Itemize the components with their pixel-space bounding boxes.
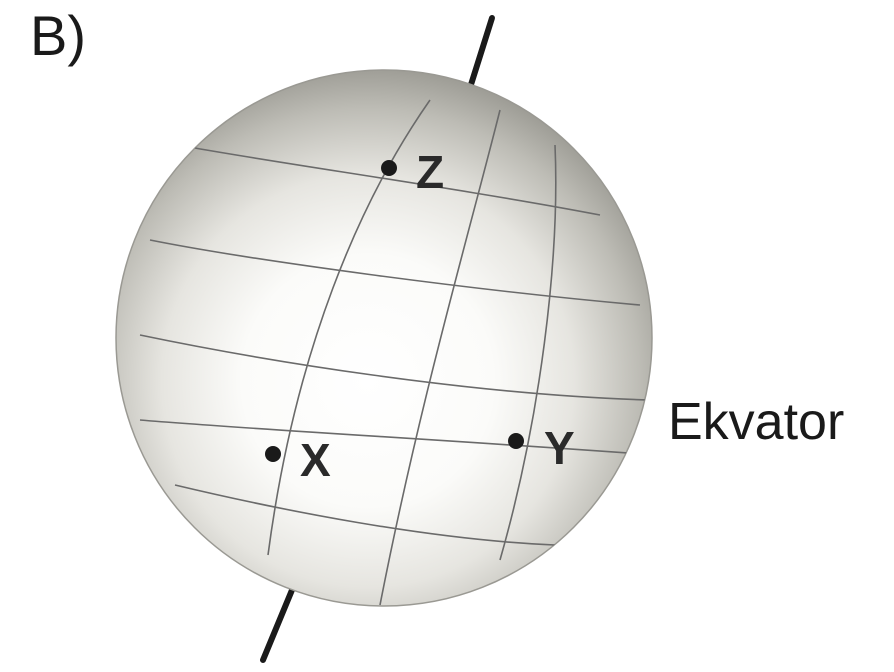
globe-grid — [139, 99, 652, 606]
point-x-dot — [265, 446, 281, 462]
point-z-label: Z — [416, 146, 444, 198]
point-x: X — [265, 434, 331, 486]
meridian-line — [499, 144, 557, 561]
point-x-label: X — [300, 434, 331, 486]
meridian-line — [379, 109, 501, 606]
point-y: Y — [508, 422, 575, 474]
parallel-line — [194, 147, 601, 216]
panel-label: B) — [30, 4, 86, 67]
point-z: Z — [381, 146, 444, 198]
point-y-dot — [508, 433, 524, 449]
parallel-line — [149, 239, 641, 306]
equator-label: Ekvator — [668, 393, 845, 451]
parallel-line — [174, 484, 556, 546]
axis-line-bottom — [260, 587, 295, 663]
meridian-line — [267, 99, 431, 556]
parallel-line — [139, 334, 651, 401]
point-z-dot — [381, 160, 397, 176]
globe-sphere — [115, 69, 653, 607]
equator-line — [139, 419, 652, 456]
point-y-label: Y — [544, 422, 575, 474]
